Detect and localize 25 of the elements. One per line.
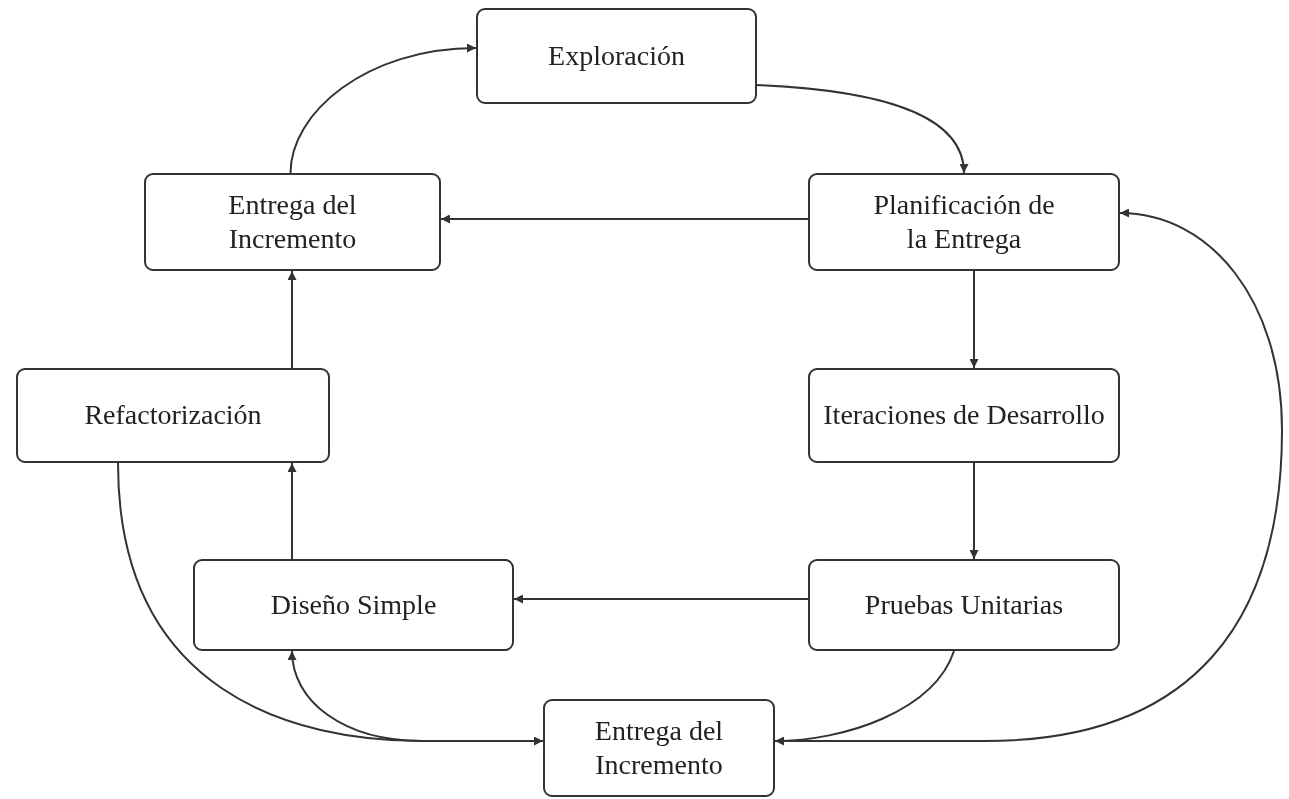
step-label: Exploración: [547, 38, 686, 73]
arrow: [756, 84, 968, 174]
process-box: [808, 368, 1120, 463]
arrow: [969, 270, 979, 369]
process-box: [543, 699, 775, 797]
arrow: [513, 594, 809, 604]
arrow: [289, 43, 477, 174]
step-label: Iteraciones de Desarrollo: [822, 398, 1106, 433]
step-label: Planificación de la Entrega: [872, 187, 1056, 256]
step-label: Entrega del Incremento: [593, 713, 725, 782]
process-box: [808, 559, 1120, 651]
process-box: [144, 173, 441, 271]
arrow: [288, 650, 544, 742]
arrow: [287, 270, 297, 369]
arrow: [440, 214, 809, 224]
step-label: Refactorización: [83, 398, 263, 433]
process-box: [193, 559, 514, 651]
process-box: [808, 173, 1120, 271]
step-label: Diseño Simple: [269, 587, 438, 622]
process-box: [16, 368, 330, 463]
arrow: [969, 462, 979, 560]
step-label: Entrega del Incremento: [227, 187, 358, 256]
step-label: Pruebas Unitarias: [863, 587, 1065, 622]
process-box: [476, 8, 757, 104]
arrow: [287, 462, 297, 560]
